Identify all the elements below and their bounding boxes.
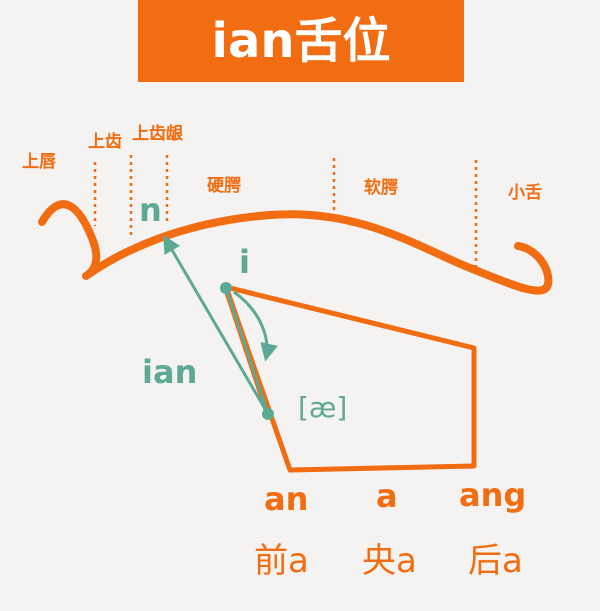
label-alveolar-ridge: 上齿龈 bbox=[132, 123, 184, 144]
label-uvula: 小舌 bbox=[508, 182, 542, 203]
title-banner: ian舌位 bbox=[138, 0, 464, 82]
label-ian: ian bbox=[142, 353, 197, 391]
label-i: i bbox=[239, 243, 250, 281]
label-n: n bbox=[139, 191, 162, 229]
label-an: an bbox=[264, 480, 308, 518]
i-position-dot bbox=[220, 282, 232, 294]
label-soft-palate: 软腭 bbox=[364, 177, 398, 198]
label-upper-teeth: 上齿 bbox=[88, 131, 122, 152]
palate-curve bbox=[38, 200, 553, 295]
i-arc-arrow bbox=[233, 290, 278, 362]
i-to-ae-green-line bbox=[224, 287, 270, 415]
label-ae: [æ] bbox=[298, 391, 347, 424]
label-a: a bbox=[376, 477, 398, 515]
ae-position-dot bbox=[262, 408, 274, 420]
vowel-quadrilateral bbox=[223, 284, 477, 473]
page-title: ian舌位 bbox=[211, 13, 391, 69]
label-ang: ang bbox=[459, 476, 526, 514]
label-front-a: 前a bbox=[254, 541, 309, 581]
label-hard-palate: 硬腭 bbox=[207, 176, 241, 196]
label-upper-lip: 上唇 bbox=[22, 152, 57, 172]
label-central-a: 央a bbox=[362, 541, 417, 581]
ae-to-n-arrow bbox=[163, 234, 270, 415]
label-back-a: 后a bbox=[468, 541, 523, 581]
